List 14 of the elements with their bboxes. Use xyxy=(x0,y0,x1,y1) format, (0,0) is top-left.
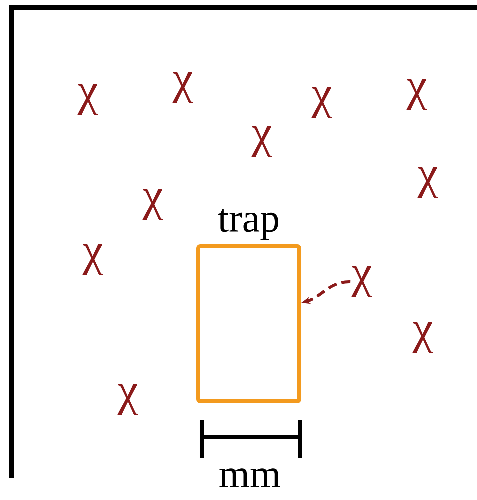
node-label: trap xyxy=(218,209,279,240)
chi-symbol: χ xyxy=(172,72,193,104)
chi-symbol: χ xyxy=(312,88,332,118)
chi-symbol: χ xyxy=(118,384,138,416)
chi-symbol: χ xyxy=(82,244,103,276)
dimension-label: mm xyxy=(220,468,280,488)
chi-symbol: χ xyxy=(418,168,438,198)
trap-box: trap xyxy=(196,209,302,404)
chi-symbol: χ xyxy=(406,80,427,110)
chi-symbol: χ xyxy=(252,126,272,158)
chi-symbol: χ xyxy=(352,266,372,298)
chi-symbol: χ xyxy=(78,84,98,116)
chi-symbol: χ xyxy=(412,322,433,354)
chi-symbol: χ xyxy=(142,190,163,220)
